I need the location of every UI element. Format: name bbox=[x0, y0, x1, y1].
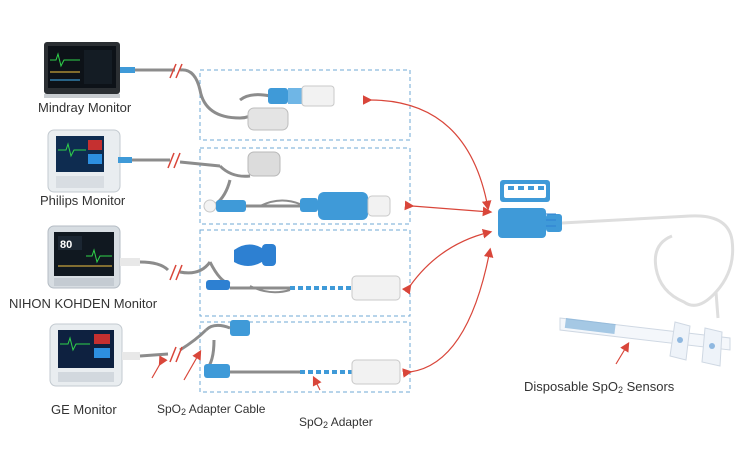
mindray-monitor-image bbox=[44, 42, 120, 98]
ge-adapter-image bbox=[204, 320, 401, 385]
ge-monitor-label: GE Monitor bbox=[51, 402, 117, 417]
philips-monitor-label: Philips Monitor bbox=[40, 193, 126, 208]
philips-monitor-image bbox=[47, 129, 121, 193]
sensor-connector-image bbox=[498, 180, 562, 238]
nihon-kohden-screen-value: 80 bbox=[60, 239, 72, 251]
nihon-kohden-monitor-label: NIHON KOHDEN Monitor bbox=[9, 296, 158, 311]
arrows bbox=[151, 95, 630, 391]
philips-adapter-image bbox=[203, 151, 391, 220]
disposable-sensor-image bbox=[559, 317, 731, 367]
sensor-cable-image bbox=[561, 214, 735, 319]
mindray-adapter-image bbox=[239, 85, 335, 131]
adapter-box-3 bbox=[199, 229, 411, 317]
nihon-kohden-adapter-image bbox=[206, 244, 401, 301]
nihon-kohden-monitor-image bbox=[47, 225, 121, 289]
disposable-sensor-label: Disposable SpO2 Sensors bbox=[524, 379, 675, 395]
adapter-cable-label: SpO2 Adapter Cable bbox=[157, 402, 266, 417]
ge-monitor-image bbox=[49, 323, 123, 387]
adapter-label: SpO2 Adapter bbox=[299, 415, 373, 430]
mindray-monitor-label: Mindray Monitor bbox=[38, 100, 132, 115]
